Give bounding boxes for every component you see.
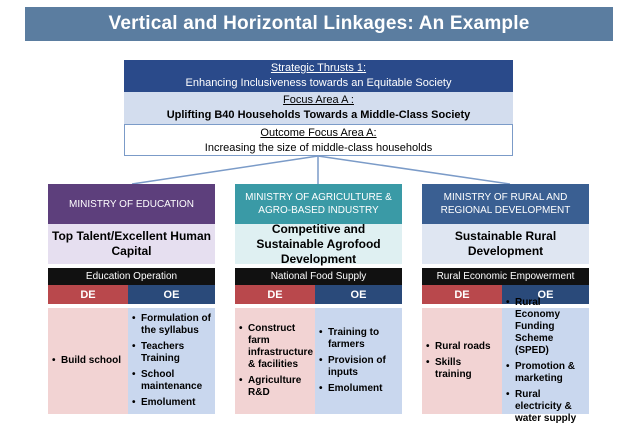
- list-item-text: Agriculture R&D: [248, 375, 302, 398]
- list-item: • Build school: [52, 355, 124, 367]
- oe-header: OE: [315, 285, 402, 304]
- de-header: DE: [48, 285, 128, 304]
- bullet-icon: •: [319, 383, 323, 394]
- list-item-text: Teachers Training: [141, 341, 185, 364]
- bullet-icon: •: [506, 389, 510, 400]
- list-item: • Emolument: [319, 383, 398, 395]
- list-item-text: Promotion & marketing: [515, 361, 575, 384]
- ministry-header: MINISTRY OF AGRICULTURE & AGRO-BASED IND…: [235, 184, 402, 224]
- outcome-text: Increasing the size of middle-class hous…: [204, 142, 433, 154]
- list-item-text: Emolument: [328, 383, 383, 394]
- list-item-text: Rural Economy Funding Scheme (SPED): [515, 297, 561, 356]
- list-item-text: Build school: [61, 355, 121, 366]
- ministry-goal: Top Talent/Excellent Human Capital: [48, 224, 215, 264]
- bullet-icon: •: [132, 397, 136, 408]
- list-item-text: School maintenance: [141, 369, 203, 392]
- oe-header: OE: [128, 285, 215, 304]
- ministry-header: MINISTRY OF RURAL AND REGIONAL DEVELOPME…: [422, 184, 589, 224]
- strategic-thrust-box: Strategic Thrusts 1: Enhancing Inclusive…: [124, 60, 513, 92]
- oe-cell: • Training to farmers • Provision of inputs…: [315, 308, 402, 414]
- list-item-text: Training to farmers: [328, 327, 380, 350]
- de-header: DE: [235, 285, 315, 304]
- bullet-icon: •: [132, 369, 136, 380]
- de-cell: • Rural roads • Skills training: [422, 308, 502, 414]
- strategic-thrust-label: Strategic Thrusts 1:: [270, 62, 367, 74]
- oe-cell: • Rural Economy Funding Scheme (SPED) • Pro…: [502, 297, 589, 424]
- operation-label: National Food Supply: [235, 268, 402, 285]
- de-header: DE: [422, 285, 502, 304]
- outcome-box: Outcome Focus Area A: Increasing the siz…: [124, 124, 513, 156]
- operation-label: Education Operation: [48, 268, 215, 285]
- bullet-icon: •: [426, 357, 430, 368]
- focus-area-text: Uplifting B40 Households Towards a Middl…: [166, 109, 471, 121]
- focus-area-box: Focus Area A : Uplifting B40 Households …: [124, 92, 513, 124]
- list-item: • Rural roads: [426, 341, 498, 353]
- list-item: • School maintenance: [132, 369, 211, 393]
- list-item-text: Provision of inputs: [328, 355, 386, 378]
- bullet-icon: •: [132, 341, 136, 352]
- bullet-icon: •: [506, 297, 510, 308]
- list-item: • Construct farm infrastructure & facilit…: [239, 323, 314, 371]
- bullet-icon: •: [132, 313, 136, 324]
- strategic-thrust-text: Enhancing Inclusiveness towards an Equit…: [185, 77, 452, 89]
- list-item-text: Construct farm infrastructure & faciliti…: [248, 323, 314, 370]
- list-item-text: Rural electricity & water supply: [515, 389, 577, 424]
- bullet-icon: •: [239, 375, 243, 386]
- list-item: • Rural Economy Funding Scheme (SPED): [506, 297, 585, 357]
- ministry-header: MINISTRY OF EDUCATION: [48, 184, 215, 224]
- list-item: • Emolument: [132, 397, 211, 409]
- list-item-text: Rural roads: [435, 341, 491, 352]
- list-item: • Formulation of the syllabus: [132, 313, 211, 337]
- list-item: • Training to farmers: [319, 327, 398, 351]
- list-item-text: Formulation of the syllabus: [141, 313, 211, 336]
- bullet-icon: •: [319, 327, 323, 338]
- list-item-text: Skills training: [435, 357, 472, 380]
- bullet-icon: •: [319, 355, 323, 366]
- list-item: • Teachers Training: [132, 341, 211, 365]
- list-item: • Promotion & marketing: [506, 361, 585, 385]
- slide-title: Vertical and Horizontal Linkages: An Exa…: [25, 7, 613, 41]
- focus-area-label: Focus Area A :: [283, 94, 354, 106]
- de-cell: • Build school: [48, 308, 128, 414]
- outcome-label: Outcome Focus Area A:: [260, 127, 377, 139]
- ministry-goal: Competitive and Sustainable Agrofood Dev…: [235, 222, 402, 266]
- bullet-icon: •: [426, 341, 430, 352]
- bullet-icon: •: [52, 355, 56, 366]
- list-item: • Skills training: [426, 357, 498, 381]
- bullet-icon: •: [506, 361, 510, 372]
- oe-header: OE: [502, 285, 589, 304]
- list-item: • Agriculture R&D: [239, 375, 311, 399]
- oe-cell: • Formulation of the syllabus • Teachers Tr…: [128, 308, 215, 414]
- bullet-icon: •: [239, 323, 243, 334]
- ministry-goal: Sustainable Rural Development: [422, 224, 589, 264]
- list-item: • Rural electricity & water supply: [506, 389, 585, 425]
- de-cell: • Construct farm infrastructure & facilit…: [235, 308, 315, 414]
- operation-label: Rural Economic Empowerment: [422, 268, 589, 285]
- list-item: • Provision of inputs: [319, 355, 398, 379]
- list-item-text: Emolument: [141, 397, 196, 408]
